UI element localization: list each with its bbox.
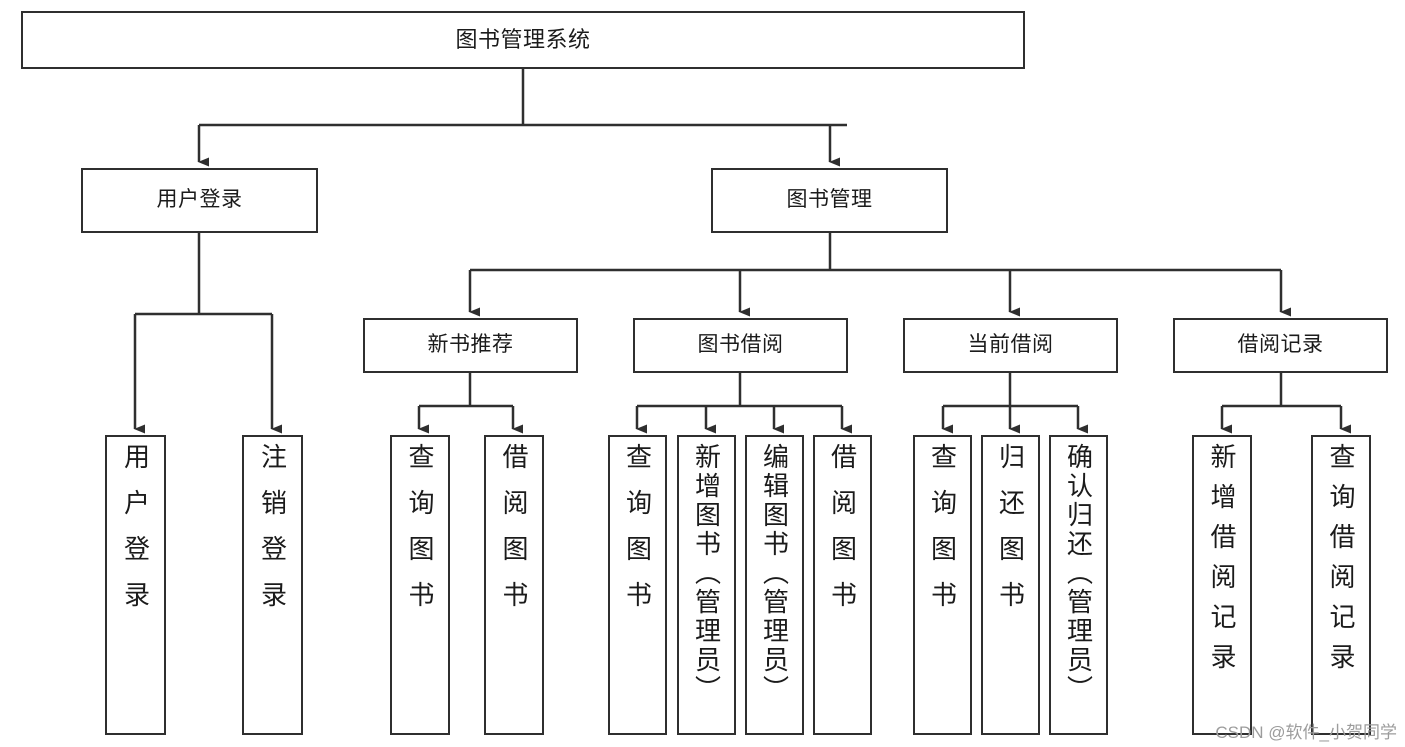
node-borrow-record[interactable]: 借阅记录 bbox=[1173, 318, 1388, 373]
leaf-add-record[interactable]: 新增借阅记录 bbox=[1192, 435, 1252, 735]
node-new-book-recommend-label: 新书推荐 bbox=[427, 333, 514, 357]
leaf-add-book[interactable]: 新增图书（管理员） bbox=[677, 435, 736, 735]
leaf-query-book-3-label: 查询图书 bbox=[927, 443, 958, 627]
leaf-borrow-book-1-label: 借阅图书 bbox=[499, 443, 529, 627]
watermark: CSDN @软件_小贺同学 bbox=[1215, 723, 1397, 742]
leaf-user-login[interactable]: 用户登录 bbox=[105, 435, 166, 735]
leaf-borrow-book-1[interactable]: 借阅图书 bbox=[484, 435, 544, 735]
leaf-query-record-label: 查询借阅记录 bbox=[1326, 443, 1356, 683]
leaf-user-login-label: 用户登录 bbox=[120, 443, 151, 627]
leaf-query-book-1[interactable]: 查询图书 bbox=[390, 435, 450, 735]
node-current-borrow[interactable]: 当前借阅 bbox=[903, 318, 1118, 373]
leaf-return-book-label: 归还图书 bbox=[995, 443, 1026, 627]
leaf-logout-label: 注销登录 bbox=[257, 443, 288, 627]
node-root[interactable]: 图书管理系统 bbox=[21, 11, 1025, 69]
node-borrow-record-label: 借阅记录 bbox=[1237, 333, 1324, 357]
node-user-login[interactable]: 用户登录 bbox=[81, 168, 318, 233]
node-book-management[interactable]: 图书管理 bbox=[711, 168, 948, 233]
leaf-query-book-2[interactable]: 查询图书 bbox=[608, 435, 667, 735]
leaf-confirm-return[interactable]: 确认归还（管理员） bbox=[1049, 435, 1108, 735]
leaf-borrow-book-2[interactable]: 借阅图书 bbox=[813, 435, 872, 735]
leaf-edit-book[interactable]: 编辑图书（管理员） bbox=[745, 435, 804, 735]
node-book-borrow-label: 图书借阅 bbox=[697, 333, 784, 357]
leaf-confirm-return-label: 确认归还（管理员） bbox=[1063, 443, 1094, 704]
leaf-add-record-label: 新增借阅记录 bbox=[1207, 443, 1237, 683]
node-book-management-label: 图书管理 bbox=[786, 188, 873, 212]
leaf-edit-book-label: 编辑图书（管理员） bbox=[759, 443, 790, 704]
leaf-add-book-label: 新增图书（管理员） bbox=[691, 443, 722, 704]
node-current-borrow-label: 当前借阅 bbox=[967, 333, 1054, 357]
leaf-query-record[interactable]: 查询借阅记录 bbox=[1311, 435, 1371, 735]
leaf-logout[interactable]: 注销登录 bbox=[242, 435, 303, 735]
node-new-book-recommend[interactable]: 新书推荐 bbox=[363, 318, 578, 373]
node-root-label: 图书管理系统 bbox=[455, 26, 591, 52]
leaf-return-book[interactable]: 归还图书 bbox=[981, 435, 1040, 735]
node-book-borrow[interactable]: 图书借阅 bbox=[633, 318, 848, 373]
node-user-login-label: 用户登录 bbox=[156, 188, 243, 212]
leaf-query-book-1-label: 查询图书 bbox=[405, 443, 435, 627]
leaf-query-book-2-label: 查询图书 bbox=[622, 443, 653, 627]
leaf-borrow-book-2-label: 借阅图书 bbox=[827, 443, 858, 627]
leaf-query-book-3[interactable]: 查询图书 bbox=[913, 435, 972, 735]
